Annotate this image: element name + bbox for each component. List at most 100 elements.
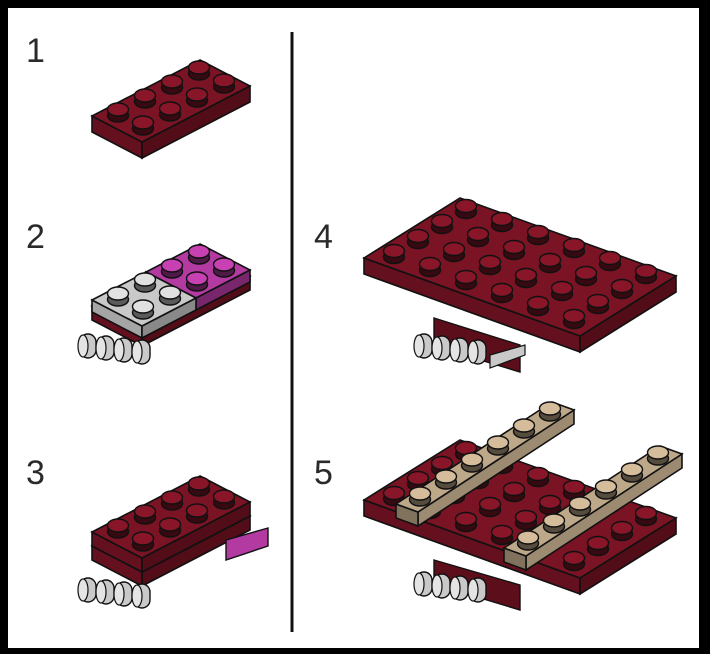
step-2-gray-plate-stud-top [133, 300, 154, 313]
step-5-large-plate-stud-top [456, 513, 477, 526]
step-3-top-plate-stud-top [162, 491, 183, 504]
step-4-large-plate-stud-top [576, 267, 597, 280]
step-5-large-plate-stud-top [408, 472, 429, 485]
step-2-gray-plate-stud-top [160, 286, 181, 299]
step-3-top-plate-stud-top [187, 504, 208, 517]
step-5-tan-plate-right-stud-top [570, 497, 591, 510]
step-4-large-plate-stud-top [600, 252, 621, 265]
step-2-magenta-plate-stud-top [162, 259, 183, 272]
step-1-plate-stud-top [187, 88, 208, 101]
step-2-magenta-plate-stud-top [214, 258, 235, 271]
step-5-tan-plate-right-stud-top [544, 514, 565, 527]
step-5-large-plate-stud-top [492, 526, 513, 539]
step-1-plate-stud-top [214, 74, 235, 87]
step-5-hinge-roller-end [450, 577, 460, 599]
step-5-large-plate-stud-top [516, 511, 537, 524]
step-4-large-plate-stud-top [408, 230, 429, 243]
step-3-top-plate-stud-top [135, 505, 156, 518]
step-4-large-plate-stud-top [444, 243, 465, 256]
step-4-large-plate-stud-top [420, 258, 441, 271]
step-5-tan-plate-right-stud-top [622, 463, 643, 476]
step-1-model [92, 60, 250, 158]
step-2-gray-plate-stud-top [135, 273, 156, 286]
step-2-hinge-roller-end [114, 339, 124, 361]
step-5-hinge-roller-end [468, 579, 478, 601]
step-4-hinge-roller-end [432, 337, 442, 359]
step-5-large-plate-stud-top [384, 487, 405, 500]
step-5-large-plate-stud-top [612, 522, 633, 535]
step-2-number: 2 [26, 218, 45, 256]
step-5-tan-plate-left-stud-top [462, 453, 483, 466]
step-1-number: 1 [26, 32, 45, 70]
step-5-large-plate-stud-top [504, 483, 525, 496]
step-4-large-plate-stud-top [504, 241, 525, 254]
step-3-model [78, 476, 268, 608]
step-4-large-plate-stud-top [636, 265, 657, 278]
step-4-hinge-roller-end [414, 335, 424, 357]
step-4-large-plate-stud-top [564, 239, 585, 252]
step-5-model [364, 402, 682, 610]
step-5-large-plate-stud-top [432, 457, 453, 470]
step-3-top-plate-stud-top [189, 477, 210, 490]
step-1-plate-stud-top [189, 61, 210, 74]
step-4-large-plate-stud-top [540, 254, 561, 267]
step-3-top-plate-stud-top [133, 532, 154, 545]
step-4-large-plate-stud-top [492, 213, 513, 226]
step-1-plate-stud-top [160, 102, 181, 115]
step-1-plate [92, 60, 250, 158]
step-5-tan-plate-right-stud-top [648, 446, 669, 459]
step-5-large-plate-stud-top [540, 496, 561, 509]
step-1-plate-stud-top [108, 103, 129, 116]
step-5-tan-plate-left-stud-top [488, 436, 509, 449]
step-2-magenta-plate-stud-top [189, 245, 210, 258]
step-4-hinge-roller-end [450, 339, 460, 361]
step-5-large-plate-stud-top [636, 507, 657, 520]
step-5-large-plate-stud-top [564, 552, 585, 565]
step-2-hinge-roller-end [96, 337, 106, 359]
step-4-model [364, 198, 676, 372]
step-4-large-plate-stud-top [456, 271, 477, 284]
step-4-large-plate-stud-top [492, 284, 513, 297]
step-3-hinge-roller-end [132, 585, 142, 607]
step-4-large-plate-stud-top [528, 297, 549, 310]
step-5-large-plate-stud-top [480, 498, 501, 511]
step-4-large-plate [364, 198, 676, 352]
step-3-top-plate-stud-top [214, 490, 235, 503]
step-5-hinge-roller-end [414, 573, 424, 595]
step-4-large-plate-stud-top [552, 282, 573, 295]
step-3-hinge-roller-end [78, 579, 88, 601]
step-5-tan-plate-left-stud-top [540, 402, 561, 415]
step-3-hinge-roller-end [96, 581, 106, 603]
step-4-number: 4 [314, 218, 333, 256]
step-5-large-plate-stud-top [528, 468, 549, 481]
step-5-large-plate-stud-top [564, 481, 585, 494]
step-5-hinge-roller-end [432, 575, 442, 597]
step-4-large-plate-stud-top [588, 295, 609, 308]
step-2-gray-plate-stud-top [108, 287, 129, 300]
step-2-magenta-plate-stud-top [187, 272, 208, 285]
step-4-large-plate-stud-top [564, 310, 585, 323]
step-5-tan-plate-left-stud-top [514, 419, 535, 432]
step-4-hinge-roller-end [468, 341, 478, 363]
step-4-large-plate-stud-top [468, 228, 489, 241]
step-5-tan-plate-right-stud-top [518, 531, 539, 544]
step-2-model [78, 244, 250, 364]
step-5-tan-plate-left-stud-top [410, 487, 431, 500]
step-4-large-plate-stud-top [516, 269, 537, 282]
step-1-plate-stud-top [162, 75, 183, 88]
step-2-hinge-roller-end [78, 335, 88, 357]
step-1-plate-stud-top [135, 89, 156, 102]
step-4-large-plate-stud-top [528, 226, 549, 239]
step-3-number: 3 [26, 454, 45, 492]
step-4-large-plate-stud-top [456, 200, 477, 213]
step-3-hinge-roller-end [114, 583, 124, 605]
step-4-large-plate-stud-top [432, 215, 453, 228]
step-3-top-plate-stud-top [108, 519, 129, 532]
step-4-large-plate-stud-top [612, 280, 633, 293]
step-3-top-plate-stud-top [160, 518, 181, 531]
step-4-large-plate-stud-top [384, 245, 405, 258]
step-4-large-plate-stud-top [480, 256, 501, 269]
step-5-number: 5 [314, 454, 333, 492]
